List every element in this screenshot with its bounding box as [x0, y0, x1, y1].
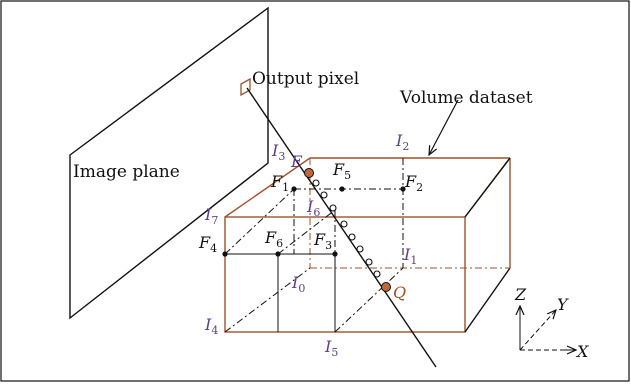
point-label-e: E — [290, 152, 303, 171]
intersection-dots — [222, 186, 406, 257]
volume-dataset-label: Volume dataset — [399, 88, 533, 108]
sample-points — [312, 179, 381, 278]
vertex-label-i5: I5 — [324, 337, 338, 359]
vertex-label-i0: I0 — [291, 273, 305, 295]
box-front-face — [224, 216, 466, 333]
point-q-marker — [381, 282, 391, 292]
axis-indicator — [520, 306, 576, 350]
image-plane-label: Image plane — [73, 162, 180, 182]
output-pixel-label: Output pixel — [252, 69, 359, 89]
vertex-label-i4: I4 — [204, 315, 218, 337]
interior-dashed-lines — [224, 158, 404, 333]
vertex-label-i2: I2 — [395, 131, 409, 153]
box-side-edges — [464, 157, 511, 333]
volume-dataset-arrow — [429, 99, 459, 155]
z-axis-label: Z — [514, 285, 527, 304]
y-axis-label: Y — [557, 295, 569, 314]
point-label-f3: F3 — [313, 230, 332, 252]
vertex-label-i3: I3 — [271, 141, 285, 163]
point-label-f1: F1 — [270, 172, 289, 194]
vertex-label-i1: I1 — [403, 245, 417, 267]
output-pixel-marker — [240, 77, 251, 97]
point-label-f6: F6 — [264, 228, 283, 250]
y-axis-arrow — [519, 310, 556, 351]
vertex-label-i7: I7 — [204, 205, 218, 227]
box-hidden-diagonal — [224, 267, 311, 333]
point-label-f2: F2 — [404, 172, 423, 194]
view-ray — [246, 87, 437, 368]
image-plane — [69, 6, 269, 320]
interior-lines — [225, 253, 336, 332]
point-label-f5: F5 — [332, 160, 351, 182]
x-axis-label: X — [575, 342, 589, 361]
vertex-label-i6: I6 — [306, 197, 320, 219]
point-label-q: Q — [393, 283, 406, 302]
point-label-f4: F4 — [198, 233, 217, 255]
point-e-marker — [304, 168, 314, 178]
